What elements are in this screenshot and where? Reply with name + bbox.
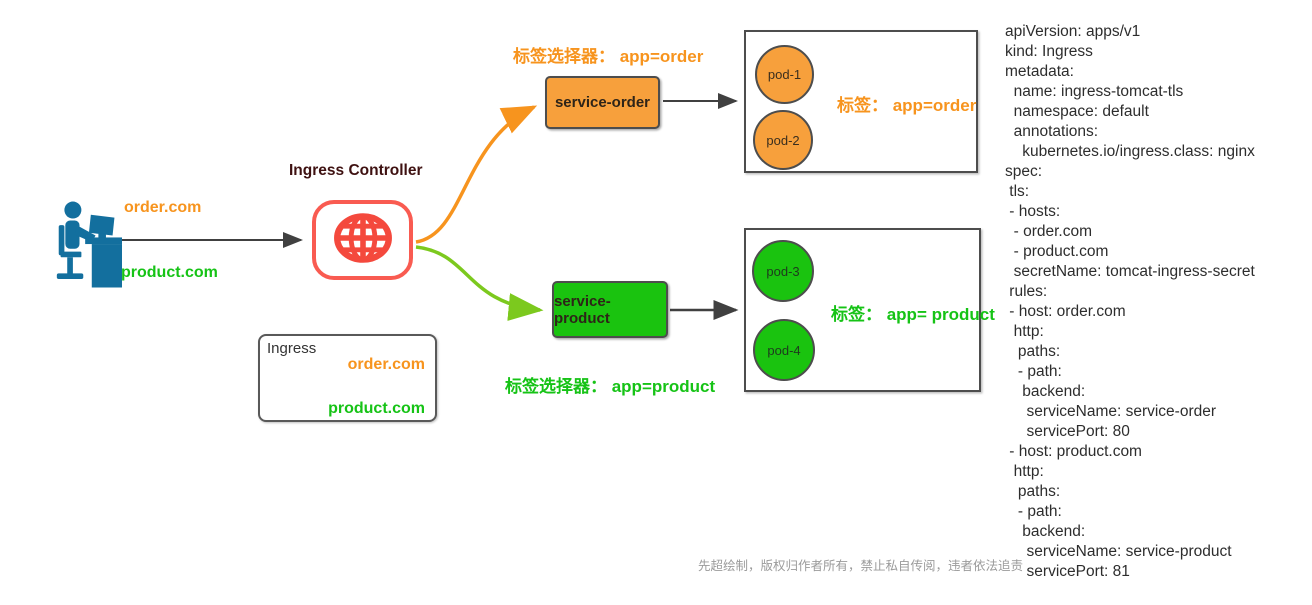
selector-order-label: 标签选择器： app=order bbox=[513, 47, 704, 66]
pod-group-order-tag: 标签： app=order bbox=[837, 96, 977, 115]
client-user-icon bbox=[54, 198, 122, 292]
pod-2-label: pod-2 bbox=[766, 132, 800, 148]
pod-group-product-tag: 标签： app= product bbox=[831, 305, 995, 324]
pod-4-node: pod-4 bbox=[753, 319, 815, 381]
ingress-note-host-order: order.com bbox=[347, 356, 425, 373]
service-product-label: service-product bbox=[554, 292, 611, 327]
ingress-note-title: Ingress bbox=[267, 340, 317, 357]
pod-group-product: pod-3 pod-4 标签： app= product bbox=[744, 228, 995, 392]
service-product-node: service-product bbox=[552, 281, 668, 338]
pod-4-label: pod-4 bbox=[767, 342, 801, 358]
ingress-note-host-product: product.com bbox=[328, 400, 425, 417]
pod-3-label: pod-3 bbox=[766, 263, 800, 279]
yaml-config-text: apiVersion: apps/v1 kind: Ingress metada… bbox=[1005, 23, 1255, 580]
service-order-node: service-order bbox=[545, 76, 660, 129]
pod-2-node: pod-2 bbox=[753, 110, 813, 170]
service-order-label: service-order bbox=[554, 94, 651, 111]
watermark-text: 先超绘制，版权归作者所有，禁止私自传阅，违者依法追责 bbox=[698, 559, 1024, 573]
arrow-controller-to-service-product bbox=[415, 245, 544, 321]
ingress-controller-title: Ingress Controller bbox=[289, 162, 423, 179]
arrow-controller-to-service-order bbox=[415, 105, 538, 244]
selector-product-label: 标签选择器： app=product bbox=[505, 377, 716, 396]
pod-1-node: pod-1 bbox=[755, 45, 814, 104]
pod-3-node: pod-3 bbox=[752, 240, 814, 302]
globe-icon bbox=[326, 208, 400, 273]
ingress-note-box: Ingress order.com product.com bbox=[258, 334, 437, 422]
ingress-controller-node bbox=[312, 200, 413, 280]
client-host-product-label: product.com bbox=[121, 264, 218, 281]
pod-1-label: pod-1 bbox=[767, 67, 802, 82]
pod-group-order: pod-1 pod-2 标签： app=order bbox=[744, 30, 978, 173]
client-host-order-label: order.com bbox=[124, 199, 202, 216]
